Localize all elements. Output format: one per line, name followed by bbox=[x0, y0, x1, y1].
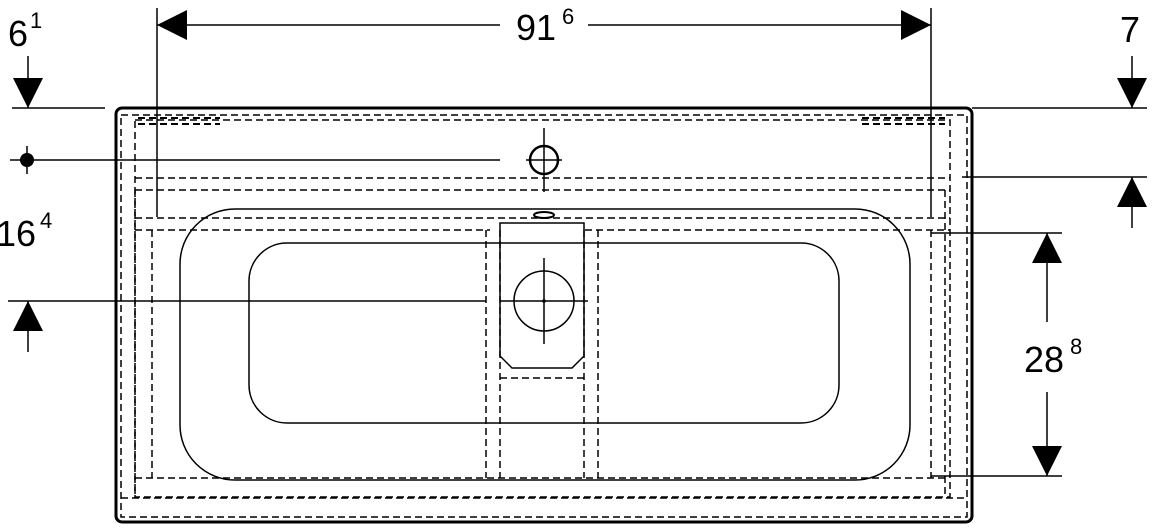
top-left-offset-superscript: 1 bbox=[30, 8, 42, 33]
left-drain-offset-value: 16 bbox=[0, 213, 36, 254]
bowl-inner-basin bbox=[248, 242, 840, 424]
tap-hole-crosshair-icon bbox=[526, 128, 562, 192]
datum-dot-icon bbox=[20, 153, 34, 167]
overall-width-superscript: 6 bbox=[562, 4, 574, 29]
drain-housing bbox=[499, 222, 585, 369]
basin-inner-rim-dashed bbox=[120, 114, 968, 518]
dimension-bowl-depth: 28 8 bbox=[931, 232, 1082, 477]
right-top-offset-value: 7 bbox=[1120, 9, 1140, 50]
top-left-offset-value: 6 bbox=[8, 13, 28, 54]
tap-axis-reference bbox=[10, 146, 500, 174]
bowl-depth-superscript: 8 bbox=[1070, 334, 1082, 359]
bowl-depth-value: 28 bbox=[1024, 339, 1064, 380]
overflow-slot-icon bbox=[533, 211, 555, 219]
bowl-outer-edge bbox=[179, 208, 911, 481]
overall-width-value: 91 bbox=[516, 7, 556, 48]
left-drain-offset-superscript: 4 bbox=[40, 208, 52, 233]
dimension-overall-width: 91 6 bbox=[156, 4, 932, 217]
basin-outer-edge bbox=[114, 106, 974, 524]
bowl bbox=[179, 208, 911, 481]
drain-crosshair-icon bbox=[500, 258, 588, 344]
dimension-left-drain-offset: 16 4 bbox=[0, 208, 486, 352]
dimension-right-top-offset: 7 bbox=[962, 9, 1147, 228]
dimension-top-left-offset: 6 1 bbox=[8, 8, 105, 109]
basin-inner-rim-dashed-2 bbox=[134, 119, 951, 498]
basin-outline bbox=[114, 106, 974, 524]
